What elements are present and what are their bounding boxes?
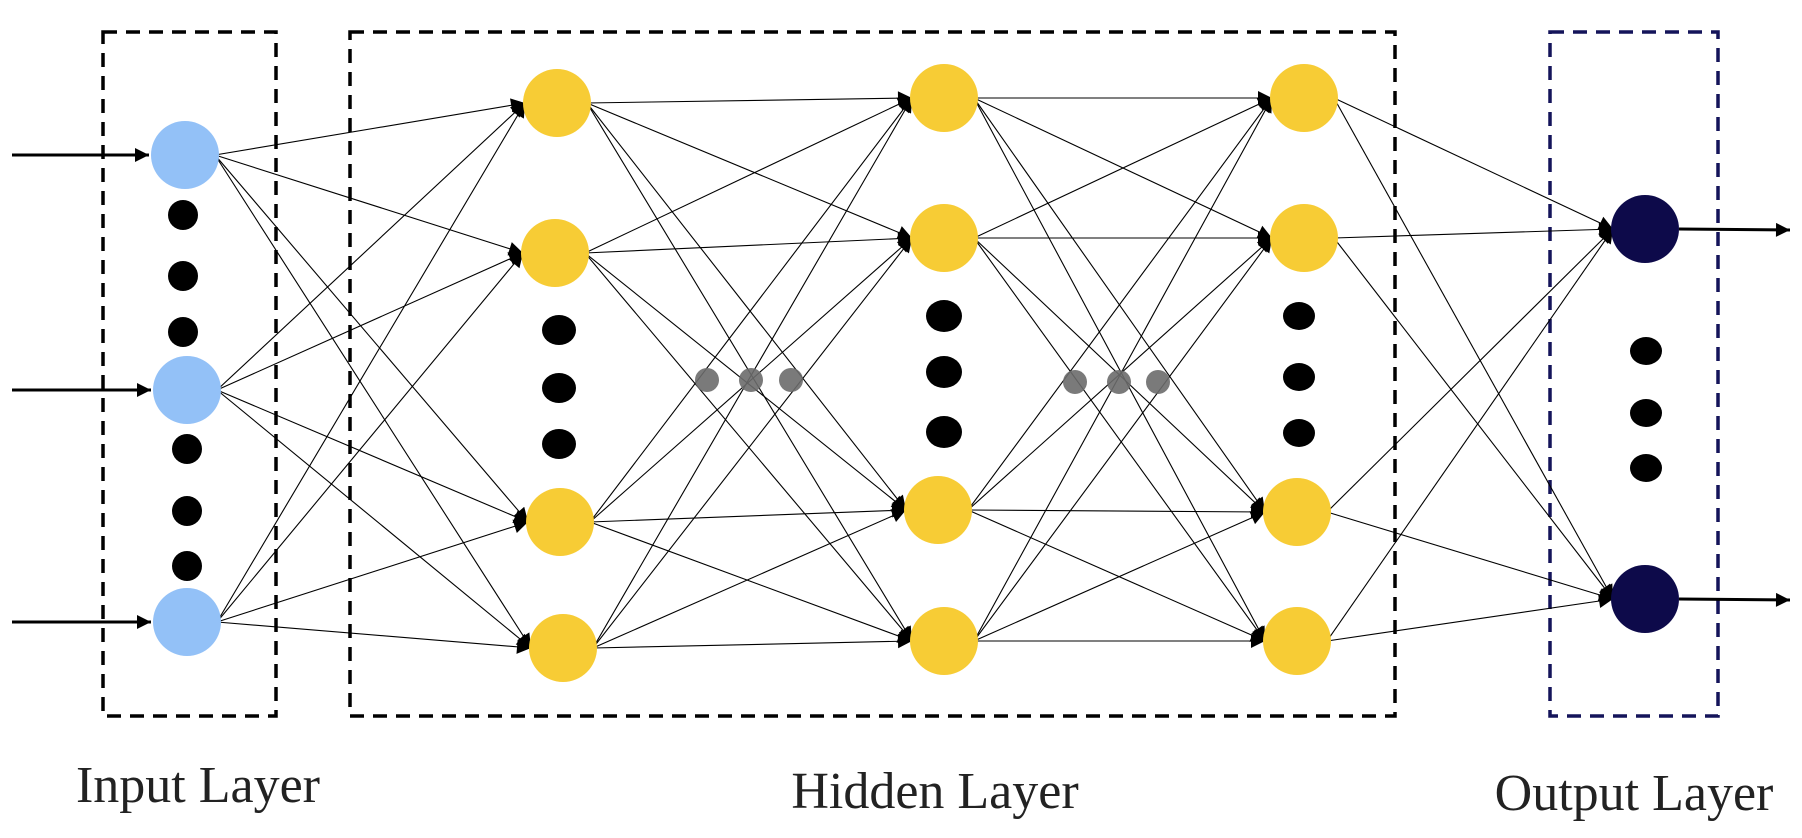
vertical-ellipsis-dot (168, 317, 198, 347)
input-layer-box (101, 30, 278, 718)
connection-edge (592, 237, 913, 649)
vertical-ellipsis-dot (1630, 337, 1662, 365)
connection-edge (216, 621, 532, 654)
input-node (153, 588, 221, 656)
input-node (153, 356, 221, 424)
horizontal-ellipsis-dot (1063, 370, 1087, 394)
hidden-1-node (521, 219, 589, 287)
connection-edges (214, 91, 1614, 654)
connection-edge (586, 91, 913, 106)
vertical-ellipsis-dot (926, 416, 962, 448)
hidden-1-node (523, 69, 591, 137)
horizontal-ellipsis-dot (1107, 370, 1131, 394)
connection-edge (1333, 97, 1614, 230)
hidden-2-node (910, 64, 978, 132)
connection-edge (584, 252, 913, 642)
hidden-3-node (1270, 204, 1338, 272)
connection-edge (973, 237, 1266, 642)
connection-edge (214, 154, 529, 523)
vertical-ellipsis-dot (542, 373, 576, 403)
hidden-1-node (529, 614, 597, 682)
vertical-ellipsis-dot (1283, 363, 1315, 391)
connection-edge (1333, 97, 1614, 600)
horizontal-ellipsis-dot (695, 368, 719, 392)
connection-edge (1326, 228, 1614, 513)
vertical-ellipsis-dot (172, 496, 202, 526)
connection-edge (216, 252, 524, 623)
input-node (151, 121, 219, 189)
connection-edge (589, 521, 913, 643)
connection-edge (1326, 228, 1614, 642)
connection-edge (216, 389, 532, 649)
vertical-ellipsis-dot (1283, 302, 1315, 330)
vertical-ellipsis-dot (542, 429, 576, 459)
connection-edge (216, 389, 529, 523)
output-arrow-icon (1678, 592, 1791, 607)
connection-edge (1326, 594, 1614, 642)
vertical-ellipsis-dot (168, 261, 198, 291)
vertical-ellipsis-dot (926, 300, 962, 332)
connection-edge (967, 97, 1273, 511)
output-arrow-icon (1678, 222, 1791, 237)
connection-edge (973, 511, 1266, 642)
output-node (1611, 565, 1679, 633)
connection-edge (967, 504, 1266, 519)
connection-edge (589, 503, 907, 523)
hidden-3-node (1270, 64, 1338, 132)
vertical-ellipsis-dot (172, 434, 202, 464)
vertical-ellipsis-dot (926, 356, 962, 388)
connection-edge (973, 97, 1266, 642)
connection-edge (216, 102, 526, 623)
connection-edge (1333, 237, 1614, 600)
hidden-layer-box (348, 30, 1397, 718)
vertical-ellipsis-dot (172, 551, 202, 581)
connection-edge (973, 97, 1273, 642)
hidden-2-node (910, 204, 978, 272)
connection-edge (214, 98, 526, 156)
connection-edge (216, 102, 526, 391)
input-layer-label: Input Layer (76, 757, 320, 814)
connection-edge (1333, 222, 1614, 239)
connection-edge (584, 231, 913, 254)
horizontal-ellipsis-dot (1146, 370, 1170, 394)
io-arrows (12, 148, 1791, 629)
connection-edge (589, 97, 913, 523)
connection-edge (967, 509, 1266, 642)
network-nodes (151, 64, 1679, 682)
hidden-3-node (1263, 607, 1331, 675)
connection-edge (592, 509, 907, 649)
connection-edge (586, 102, 913, 240)
horizontal-ellipsis-dot (779, 368, 803, 392)
hidden-3-node (1263, 478, 1331, 546)
connection-edge (214, 154, 532, 649)
output-node (1611, 195, 1679, 263)
output-layer-label: Output Layer (1495, 765, 1774, 822)
hidden-layer-label: Hidden Layer (791, 763, 1078, 820)
connection-edge (1326, 511, 1614, 602)
hidden-1-node (526, 488, 594, 556)
horizontal-ellipsis-dot (739, 368, 763, 392)
connection-edge (586, 102, 907, 511)
connection-edge (973, 97, 1273, 239)
vertical-ellipsis-dot (1283, 419, 1315, 447)
hidden-2-node (904, 476, 972, 544)
vertical-ellipsis-dot (1630, 454, 1662, 482)
vertical-ellipsis-dot (542, 315, 576, 345)
connection-edge (973, 237, 1273, 642)
connection-edge (216, 252, 524, 391)
vertical-ellipsis-dot (168, 200, 198, 230)
output-layer-box (1548, 30, 1720, 718)
vertical-ellipsis-dot (1630, 399, 1662, 427)
hidden-2-node (910, 607, 978, 675)
connection-edge (214, 154, 524, 256)
connection-edge (216, 519, 529, 623)
ellipsis-dots (168, 200, 1662, 581)
connection-edge (584, 97, 913, 254)
connection-edge (592, 634, 913, 649)
